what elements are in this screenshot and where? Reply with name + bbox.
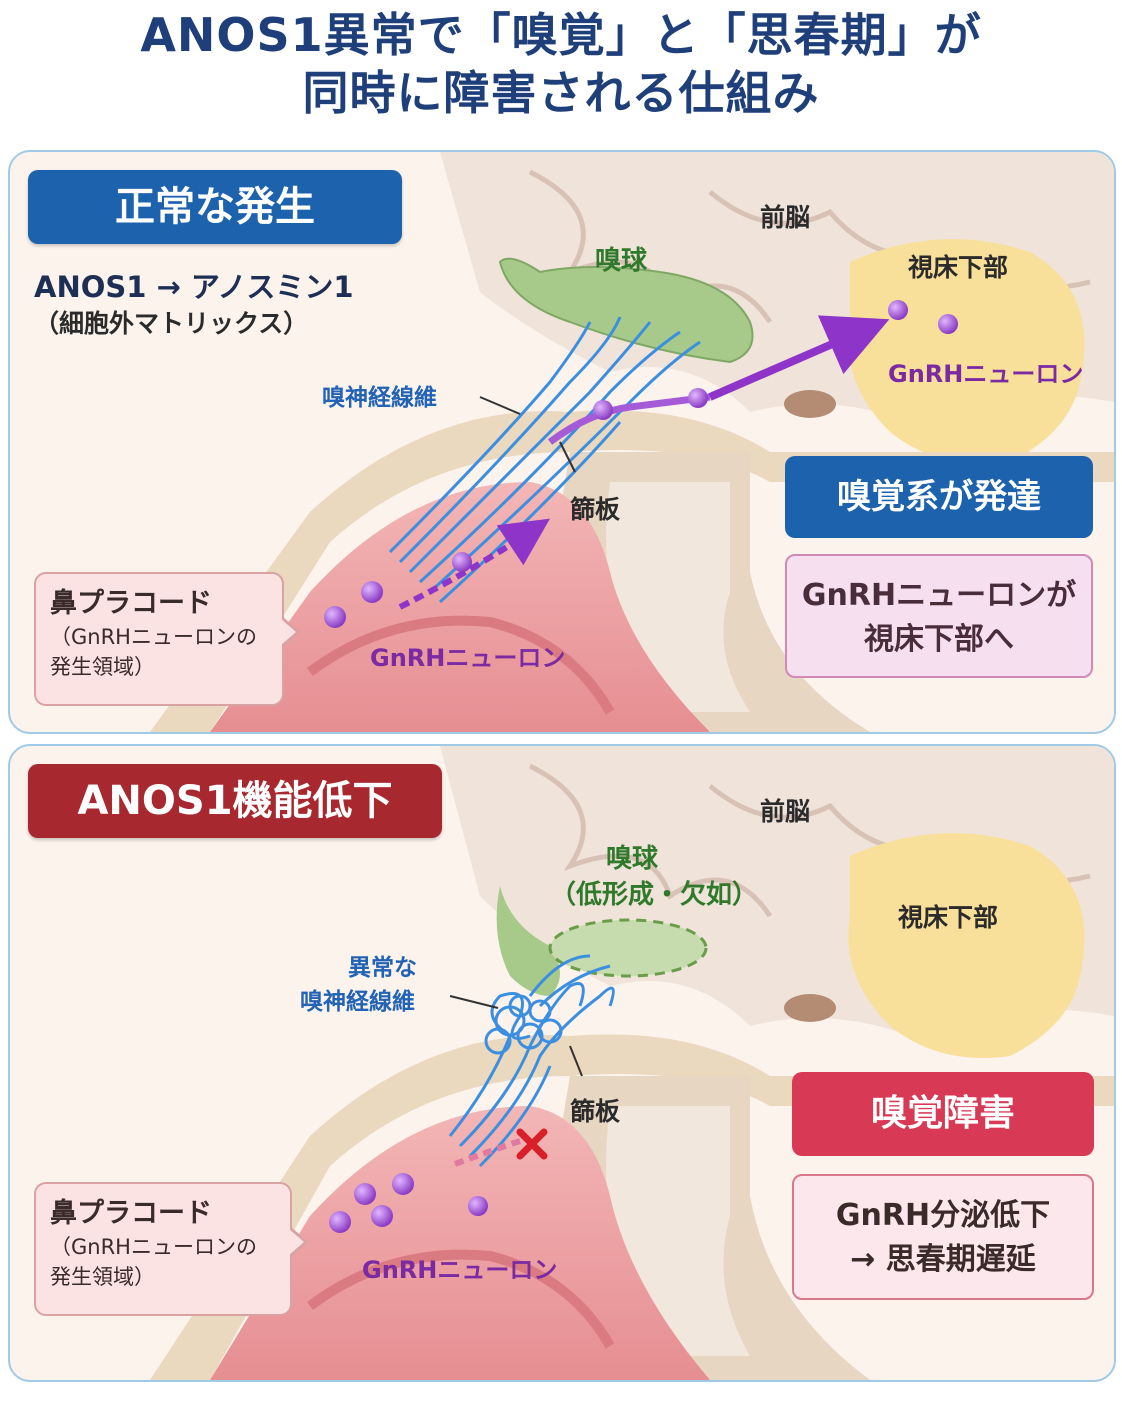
- anos1-label: ANOS1 → アノスミン1: [34, 270, 354, 304]
- nasal-placode-sub-1: （GnRHニューロンの: [50, 625, 257, 649]
- olfactory-development-box: 嗅覚系が発達: [785, 456, 1093, 538]
- block-x-mark: [516, 1128, 548, 1160]
- gnrh-neuron-label-top: GnRHニューロン: [888, 360, 1084, 388]
- migration-arrow-upper: [708, 315, 890, 401]
- anos1-loss-panel: ANOS1機能低下 前脳 嗅球 （低形成・欠如） 視床下部 異常な 嗅神経線維 …: [8, 744, 1116, 1382]
- migration-path-upper: [547, 393, 711, 445]
- normal-anatomy-illustration: [150, 152, 1114, 732]
- gnrh-neuron-label-2: GnRHニューロン: [362, 1256, 558, 1284]
- anos1-loss-badge: ANOS1機能低下: [28, 764, 442, 838]
- abnormal-olfactory-fibers: [448, 954, 615, 1168]
- puberty-delay-line-2: → 思春期遅延: [850, 1242, 1036, 1277]
- abnormal-anatomy-illustration: [150, 746, 1114, 1380]
- olfactory-bulb-shape: [498, 257, 754, 364]
- forebrain-label-2: 前脳: [760, 797, 811, 826]
- olfactory-bulb-status: （低形成・欠如）: [550, 880, 759, 910]
- gnrh-neuron-label-bottom: GnRHニューロン: [370, 644, 566, 672]
- puberty-delay-box: GnRH分泌低下 → 思春期遅延: [792, 1174, 1094, 1300]
- abnormal-fibers-label-2: 嗅神経線維: [300, 989, 415, 1015]
- nasal-placode-sub-1-2: （GnRHニューロンの: [50, 1235, 257, 1259]
- gnrh-migration-line-2: 視床下部へ: [864, 622, 1014, 657]
- page-title: ANOS1異常で「嗅覚」と「思春期」が 同時に障害される仕組み: [0, 6, 1122, 122]
- pituitary-shape-2: [784, 994, 836, 1022]
- normal-development-panel: 正常な発生 ANOS1 → アノスミン1 （細胞外マトリックス） 前脳 嗅球 視…: [8, 150, 1116, 734]
- anos1-sublabel: （細胞外マトリックス）: [34, 309, 309, 338]
- hypothalamus-shape-2: [848, 833, 1085, 1058]
- gnrh-migration-line-1: GnRHニューロンが: [801, 578, 1077, 613]
- blocked-migration-path: [453, 1138, 521, 1167]
- olfactory-fibers-label: 嗅神経線維: [322, 385, 437, 411]
- olfactory-bulb-hypoplastic: [548, 918, 708, 978]
- nasal-placode-sub-2: 発生領域）: [50, 655, 155, 679]
- olfactory-bulb-label: 嗅球: [595, 246, 648, 276]
- nasal-placode-callout: 鼻プラコード （GnRHニューロンの 発生領域）: [34, 572, 300, 706]
- hypothalamus-label: 視床下部: [908, 253, 1009, 282]
- puberty-delay-line-1: GnRH分泌低下: [835, 1198, 1051, 1233]
- forebrain-label: 前脳: [760, 203, 811, 232]
- cribriform-plate-label-2: 篩板: [570, 1097, 621, 1126]
- nasal-placode-label-2: 鼻プラコード: [50, 1198, 212, 1229]
- hypothalamus-shape: [848, 239, 1085, 464]
- olfactory-fibers: [388, 316, 701, 604]
- cribriform-plate-label: 篩板: [570, 495, 621, 524]
- gnrh-neurons-normal: [324, 300, 958, 628]
- anosmia-box: 嗅覚障害: [792, 1072, 1094, 1156]
- nasal-placode-sub-2-2: 発生領域）: [50, 1265, 155, 1289]
- title-line-2: 同時に障害される仕組み: [302, 66, 820, 120]
- title-line-1: ANOS1異常で「嗅覚」と「思春期」が: [140, 8, 982, 62]
- nasal-placode-callout-2: 鼻プラコード （GnRHニューロンの 発生領域）: [34, 1182, 308, 1316]
- hypothalamus-label-2: 視床下部: [898, 903, 999, 932]
- nasal-cavity-shape: [210, 482, 710, 732]
- nasal-placode-label: 鼻プラコード: [50, 588, 212, 619]
- gnrh-migration-box: GnRHニューロンが 視床下部へ: [785, 554, 1093, 678]
- migration-arrow-lower: [398, 518, 550, 610]
- normal-development-badge: 正常な発生: [28, 170, 402, 244]
- gnrh-neurons-stuck: [329, 1173, 488, 1233]
- pituitary-shape: [784, 390, 836, 418]
- olfactory-bulb-label-2: 嗅球: [606, 844, 659, 874]
- abnormal-fibers-label-1: 異常な: [348, 955, 417, 981]
